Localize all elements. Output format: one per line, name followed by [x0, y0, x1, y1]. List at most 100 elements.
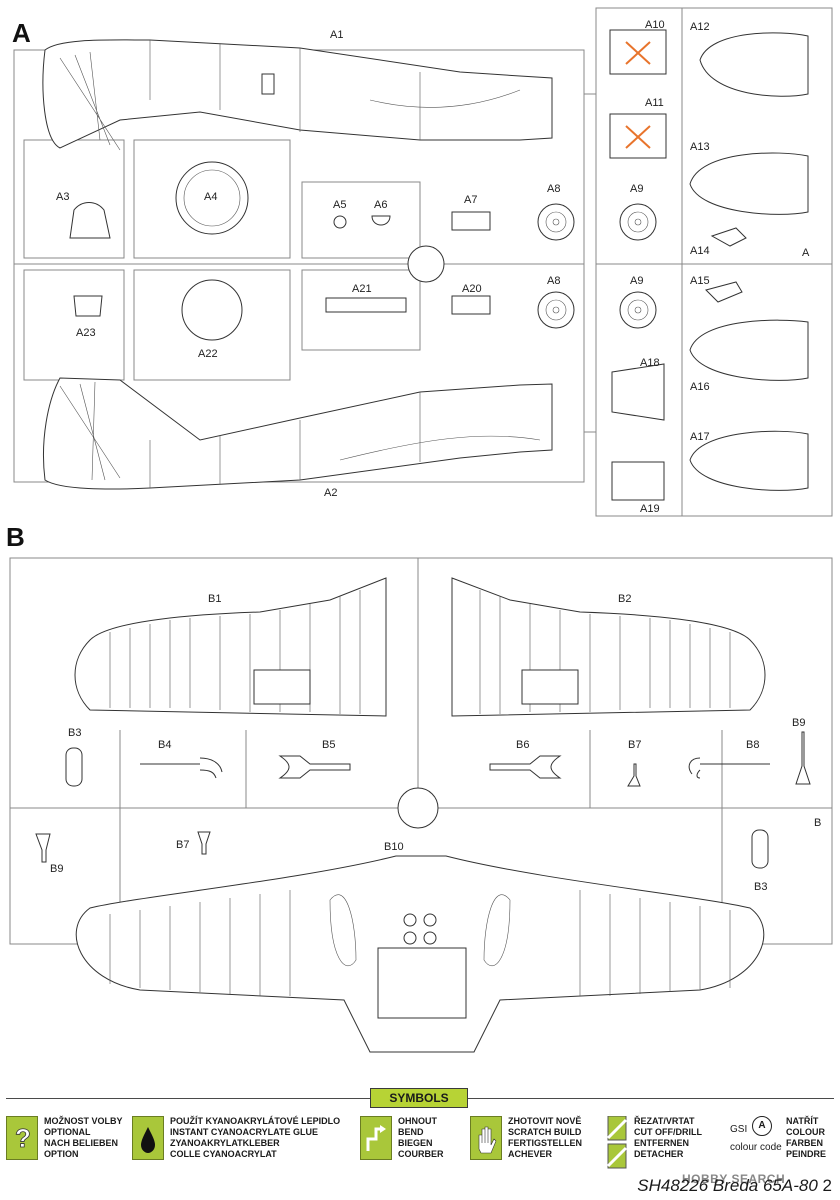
label-b3-right: B3 [754, 881, 767, 893]
colour-icon: GSI A colour code [730, 1116, 782, 1160]
label-a1: A1 [330, 29, 343, 41]
sprue-a-corner-label: A [802, 247, 810, 259]
part-a12 [699, 32, 809, 97]
bend-icon [360, 1116, 392, 1160]
label-a16: A16 [690, 381, 710, 393]
label-a8-top: A8 [547, 183, 560, 195]
symbol-bend: OHNOUT BEND BIEGEN COURBER [360, 1116, 444, 1160]
label-a9-bottom: A9 [630, 275, 643, 287]
label-a10: A10 [645, 19, 665, 31]
glue-drop-icon [132, 1116, 164, 1160]
symbol-glue-text: POUŽÍT KYANOAKRYLÁTOVÉ LEPIDLO INSTANT C… [170, 1116, 341, 1159]
watermark: HOBBY SEARCH [682, 1172, 786, 1186]
part-b2-wing-right [451, 577, 766, 717]
colour-code-label: colour code [730, 1142, 782, 1153]
part-a9-wheel-bottom [619, 291, 657, 329]
gsi-label: GSI [730, 1124, 748, 1135]
question-icon: ? [6, 1116, 38, 1160]
page-number: 2 [822, 1176, 832, 1195]
part-a9-wheel-top [619, 203, 657, 241]
part-a7 [451, 211, 491, 231]
part-a18 [611, 363, 665, 421]
symbol-scratch-build-text: ZHOTOVIT NOVĚ SCRATCH BUILD FERTIGSTELLE… [508, 1116, 582, 1159]
part-a11 [609, 113, 667, 159]
part-b3-right [751, 829, 769, 869]
label-a9-top: A9 [630, 183, 643, 195]
part-b4 [140, 757, 223, 779]
part-b8 [688, 757, 770, 779]
sprue-b-corner-label: B [814, 817, 821, 829]
symbol-cut-text: ŘEZAT/VRTAT CUT OFF/DRILL ENTFERNEN DETA… [634, 1116, 702, 1159]
sprue-a-hub [407, 245, 445, 283]
label-a4: A4 [204, 191, 217, 203]
svg-text:?: ? [15, 1123, 31, 1153]
label-b9-left: B9 [50, 863, 63, 875]
footer: SH48226 Breda 65A-80 2 [637, 1176, 832, 1196]
symbols-title: SYMBOLS [370, 1088, 468, 1108]
label-a8-bottom: A8 [547, 275, 560, 287]
sprue-a-frame [13, 7, 833, 517]
label-b3-left: B3 [68, 727, 81, 739]
hand-icon [470, 1116, 502, 1160]
label-a14: A14 [690, 245, 710, 257]
part-a2-fuselage-right [43, 377, 553, 490]
label-b4: B4 [158, 739, 171, 751]
sprue-b-letter: B [6, 522, 25, 552]
label-a22: A22 [198, 348, 218, 360]
cut-icon [606, 1104, 628, 1169]
label-b6: B6 [516, 739, 529, 751]
part-a1-fuselage-left [42, 39, 553, 151]
symbol-bend-text: OHNOUT BEND BIEGEN COURBER [398, 1116, 444, 1159]
label-b7-bottom: B7 [176, 839, 189, 851]
label-a18: A18 [640, 357, 660, 369]
part-a6 [371, 215, 391, 226]
label-a11: A11 [645, 97, 664, 109]
label-a17: A17 [690, 431, 710, 443]
part-a22 [181, 279, 243, 341]
sprue-b-frame [9, 557, 833, 945]
label-a15: A15 [690, 275, 710, 287]
label-b9-right: B9 [792, 717, 805, 729]
part-a15 [705, 281, 743, 303]
sprue-a-letter: A [12, 18, 31, 48]
label-b5: B5 [322, 739, 335, 751]
part-b7-top [627, 763, 641, 787]
symbol-colour-text: NATŘÍT COLOUR FARBEN PEINDRE [786, 1116, 827, 1159]
label-b2: B2 [618, 593, 631, 605]
gsi-drop: A [752, 1116, 772, 1136]
part-a17 [689, 430, 809, 491]
part-b1-wing-left [74, 577, 387, 717]
sprue-b-hub [397, 787, 439, 829]
label-b1: B1 [208, 593, 221, 605]
instruction-sheet: A A1 A3 A4 A5 A6 A7 A8 [6, 7, 833, 1053]
part-b10-lower-wing [75, 855, 765, 1053]
part-a13 [689, 152, 809, 215]
label-a23: A23 [76, 327, 96, 339]
symbol-cut: ŘEZAT/VRTAT CUT OFF/DRILL ENTFERNEN DETA… [606, 1116, 702, 1169]
label-a13: A13 [690, 141, 710, 153]
label-a19: A19 [640, 503, 660, 515]
part-a16 [689, 319, 809, 381]
label-a6: A6 [374, 199, 387, 211]
part-b5 [278, 755, 351, 779]
part-b3-left [65, 747, 83, 787]
part-b7-bottom [197, 831, 211, 855]
part-a4 [175, 161, 249, 235]
label-a3: A3 [56, 191, 69, 203]
symbol-colour: GSI A colour code NATŘÍT COLOUR FARBEN P… [730, 1116, 826, 1160]
footer-code: SH48226 Breda 65A-80 [637, 1176, 818, 1195]
label-a5: A5 [333, 199, 346, 211]
part-b9-right [795, 731, 811, 785]
label-a2: A2 [324, 487, 337, 499]
symbol-glue: POUŽÍT KYANOAKRYLÁTOVÉ LEPIDLO INSTANT C… [132, 1116, 340, 1160]
symbols-legend: SYMBOLS ? MOŽNOST VOLBY OPTIONAL NACH BE… [0, 1082, 840, 1172]
symbol-optional: ? MOŽNOST VOLBY OPTIONAL NACH BELIEBEN O… [6, 1116, 123, 1160]
part-a23 [73, 295, 103, 317]
label-b10: B10 [384, 841, 404, 853]
symbol-optional-text: MOŽNOST VOLBY OPTIONAL NACH BELIEBEN OPT… [44, 1116, 123, 1159]
part-a10 [609, 29, 667, 75]
part-a8-wheel-bottom [537, 291, 575, 329]
part-a19 [611, 461, 665, 501]
label-a21: A21 [352, 283, 372, 295]
part-b6 [489, 755, 562, 779]
